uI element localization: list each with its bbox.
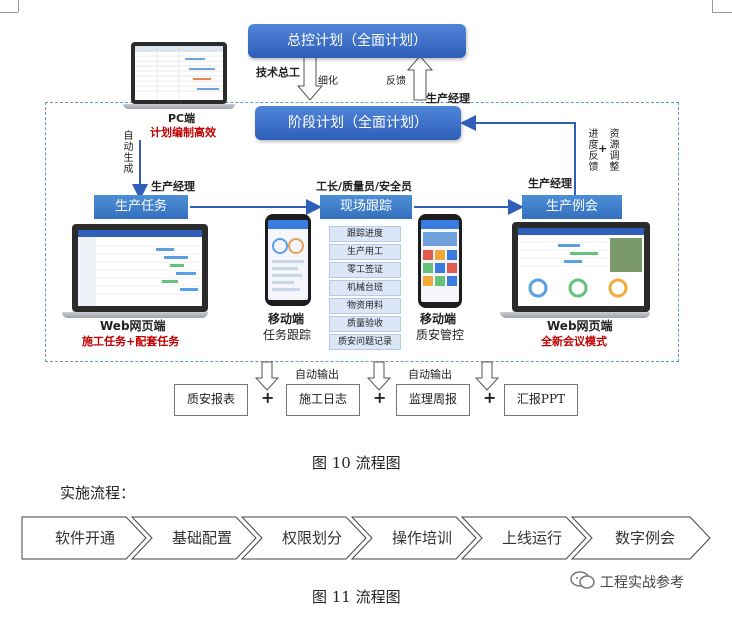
plus-2: + <box>373 388 387 407</box>
prod-manager-right-label: 生产经理 <box>528 177 572 190</box>
auto-output-label-2: 自动输出 <box>408 368 452 381</box>
refine-label: 细化 <box>318 76 338 87</box>
track-item-progress: 跟踪进度 <box>329 226 401 242</box>
track-item-labor: 生产用工 <box>329 244 401 260</box>
mobile-right-screen <box>421 220 459 302</box>
prod-task-box: 生产任务 <box>94 195 188 219</box>
corner-mark-left-h <box>0 12 18 13</box>
step-go-live: 上线运行 <box>501 529 562 547</box>
plus-1: + <box>261 388 275 407</box>
web-right-subtitle: 全新会议模式 <box>541 335 607 348</box>
step-software-open: 软件开通 <box>54 529 115 547</box>
auto-output-label-1: 自动输出 <box>295 368 339 381</box>
pc-spreadsheet-image <box>135 46 223 100</box>
web-right-laptop-base <box>500 312 650 318</box>
resource-adjust-label: 资源调整 <box>607 128 618 172</box>
pc-laptop-screen <box>131 42 227 104</box>
track-item-quality: 质量验收 <box>329 316 401 332</box>
mobile-left-app-image <box>268 220 308 291</box>
mobile-right-app-image <box>421 220 459 286</box>
pc-note: 计划编制高效 <box>150 126 216 139</box>
mobile-right-phone <box>418 214 462 308</box>
pc-laptop-base <box>123 104 235 109</box>
doc-report-ppt: 汇报PPT <box>504 384 578 416</box>
web-left-title: Web网页端 <box>100 319 166 333</box>
web-left-subtitle: 施工任务+配套任务 <box>82 335 180 348</box>
mobile-left-subtitle: 任务跟踪 <box>263 328 312 342</box>
step-basic-config: 基础配置 <box>171 529 232 547</box>
plus-3: + <box>483 388 497 407</box>
step-training: 操作培训 <box>391 529 452 547</box>
progress-feedback-label: 进度反馈 <box>586 128 597 172</box>
figure-10-caption: 图 10 流程图 <box>312 454 401 472</box>
web-right-meeting-image <box>518 228 644 298</box>
prod-meeting-box: 生产例会 <box>522 195 622 219</box>
doc-supervision-weekly: 监理周报 <box>396 384 470 416</box>
corner-mark-right <box>712 0 713 12</box>
watermark-text: 工程实战参考 <box>600 575 684 591</box>
mobile-left-screen <box>268 220 308 300</box>
stage-plan-box: 阶段计划（全面计划） <box>255 106 461 140</box>
track-item-visa: 零工签证 <box>329 262 401 278</box>
flow-region-border <box>45 102 679 362</box>
site-track-box: 现场跟踪 <box>320 195 412 219</box>
figure-11-caption: 图 11 流程图 <box>312 588 401 606</box>
corner-mark-left <box>18 0 19 12</box>
foreman-label: 工长/质量员/安全员 <box>316 180 413 193</box>
step-permission: 权限划分 <box>281 529 342 547</box>
web-left-laptop-base <box>62 312 208 318</box>
doc-safety-report: 质安报表 <box>174 384 248 416</box>
connector-lines <box>132 55 576 391</box>
mobile-left-phone <box>265 214 311 306</box>
corner-mark-right-h <box>712 12 732 13</box>
wechat-icon <box>570 570 596 590</box>
step-digital-meeting: 数字例会 <box>614 529 675 547</box>
prod-manager-left-label: 生产经理 <box>151 180 195 193</box>
pc-label: PC端 <box>168 112 196 125</box>
impl-title: 实施流程： <box>60 484 136 502</box>
web-right-title: Web网页端 <box>547 319 613 333</box>
track-item-machinery: 机械台班 <box>329 280 401 296</box>
doc-construction-log: 施工日志 <box>286 384 360 416</box>
track-item-materials: 物资用料 <box>329 298 401 314</box>
auto-generate-label: 自动生成 <box>121 130 132 174</box>
mobile-right-title: 移动端 <box>420 312 457 326</box>
track-item-issues: 质安问题记录 <box>329 334 401 350</box>
mobile-right-subtitle: 质安管控 <box>416 328 465 342</box>
feedback-label: 反馈 <box>386 76 406 87</box>
chevron-flow <box>21 516 711 560</box>
web-right-laptop-screen <box>512 222 650 312</box>
track-items-list: 跟踪进度 生产用工 零工签证 机械台班 物资用料 质量验收 质安问题记录 <box>329 226 401 350</box>
web-left-laptop-screen <box>72 224 208 312</box>
plus-small: + <box>598 142 608 155</box>
mobile-left-title: 移动端 <box>268 312 305 326</box>
tech-lead-label: 技术总工 <box>256 66 300 79</box>
web-left-gantt-image <box>78 230 202 306</box>
master-plan-box: 总控计划（全面计划） <box>248 24 466 58</box>
prod-manager-top-label: 生产经理 <box>426 92 470 105</box>
